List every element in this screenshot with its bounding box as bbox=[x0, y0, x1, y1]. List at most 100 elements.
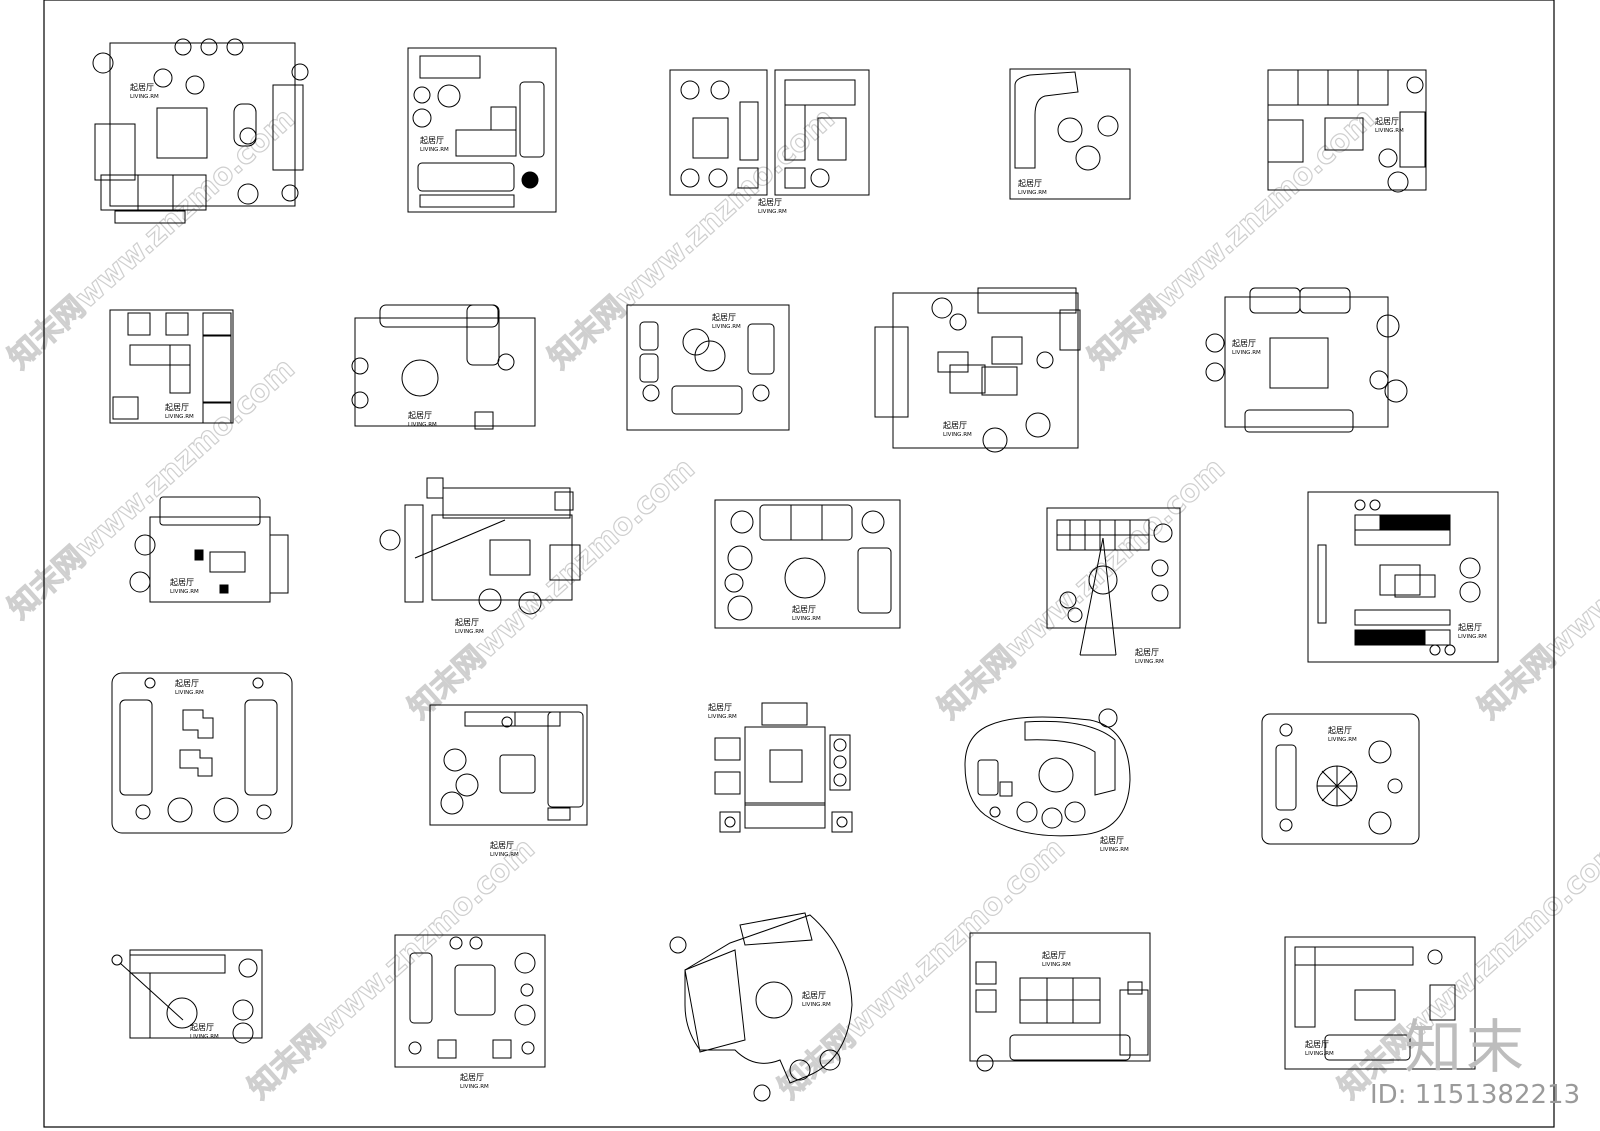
room-label-en: LIVING.RM bbox=[943, 432, 972, 438]
room-label-cn: 起居厅 bbox=[708, 703, 732, 712]
room-label-en: LIVING.RM bbox=[1328, 737, 1357, 743]
room-label-en: LIVING.RM bbox=[712, 324, 741, 330]
room-label-cn: 起居厅 bbox=[1458, 623, 1482, 632]
room-label-cn: 起居厅 bbox=[1375, 117, 1399, 126]
plan-r1-4: 起居厅 LIVING.RM bbox=[1009, 68, 1131, 200]
plan-r2-3: 起居厅 LIVING.RM bbox=[626, 304, 790, 431]
room-label-en: LIVING.RM bbox=[130, 94, 159, 100]
room-label-en: LIVING.RM bbox=[190, 1034, 219, 1040]
room-label: 起居厅 LIVING.RM bbox=[708, 703, 737, 720]
room-label-en: LIVING.RM bbox=[1375, 128, 1404, 134]
watermark: 知末网www.znzmo.com bbox=[772, 831, 1072, 1106]
room-label-en: LIVING.RM bbox=[490, 852, 519, 858]
room-label: 起居厅 LIVING.RM bbox=[130, 83, 159, 100]
room-label: 起居厅 LIVING.RM bbox=[1100, 836, 1129, 853]
room-label: 起居厅 LIVING.RM bbox=[420, 136, 449, 153]
room-label-en: LIVING.RM bbox=[420, 147, 449, 153]
plan-r4-5: 起居厅 LIVING.RM bbox=[1261, 713, 1420, 845]
room-label: 起居厅 LIVING.RM bbox=[1328, 726, 1357, 743]
room-label-cn: 起居厅 bbox=[490, 841, 514, 850]
room-label-en: LIVING.RM bbox=[1458, 634, 1487, 640]
plan-r3-2: 起居厅 LIVING.RM bbox=[379, 477, 581, 635]
room-label-en: LIVING.RM bbox=[802, 1002, 831, 1008]
watermark: 知末网www.znzmo.com bbox=[542, 101, 842, 376]
room-label-en: LIVING.RM bbox=[1042, 962, 1071, 968]
plan-r4-3: 起居厅 LIVING.RM bbox=[708, 702, 853, 833]
room-label-en: LIVING.RM bbox=[175, 690, 204, 696]
plan-r5-5: 起居厅 LIVING.RM bbox=[1284, 936, 1476, 1070]
sheet-border bbox=[43, 0, 1555, 1128]
room-label-cn: 起居厅 bbox=[1135, 648, 1159, 657]
room-label-en: LIVING.RM bbox=[165, 414, 194, 420]
room-label-cn: 起居厅 bbox=[130, 83, 154, 92]
plan-r3-3: 起居厅 LIVING.RM bbox=[714, 499, 901, 629]
room-label: 起居厅 LIVING.RM bbox=[455, 618, 484, 635]
plan-r1-5: 起居厅 LIVING.RM bbox=[1267, 69, 1427, 193]
room-label: 起居厅 LIVING.RM bbox=[165, 403, 194, 420]
room-label-cn: 起居厅 bbox=[455, 618, 479, 627]
room-label: 起居厅 LIVING.RM bbox=[712, 313, 741, 330]
room-label-cn: 起居厅 bbox=[1042, 951, 1066, 960]
watermark: 知末网www.znzmo.com bbox=[402, 451, 702, 726]
plan-r4-2: 起居厅 LIVING.RM bbox=[429, 704, 588, 858]
room-label-cn: 起居厅 bbox=[1018, 179, 1042, 188]
plan-r3-1: 起居厅 LIVING.RM bbox=[129, 496, 289, 603]
room-label-cn: 起居厅 bbox=[460, 1073, 484, 1082]
room-label: 起居厅 LIVING.RM bbox=[1375, 117, 1404, 134]
plan-r2-1: 起居厅 LIVING.RM bbox=[109, 309, 234, 424]
room-label-en: LIVING.RM bbox=[455, 629, 484, 635]
room-label: 起居厅 LIVING.RM bbox=[792, 605, 821, 622]
room-label-en: LIVING.RM bbox=[1100, 847, 1129, 853]
room-label: 起居厅 LIVING.RM bbox=[1458, 623, 1487, 640]
image-id-label: ID: 1151382213 bbox=[1370, 1080, 1581, 1110]
room-label: 起居厅 LIVING.RM bbox=[408, 411, 437, 428]
room-label-cn: 起居厅 bbox=[1305, 1040, 1329, 1049]
room-label-cn: 起居厅 bbox=[190, 1023, 214, 1032]
room-label-en: LIVING.RM bbox=[408, 422, 437, 428]
room-label: 起居厅 LIVING.RM bbox=[1042, 951, 1071, 968]
plan-r5-2: 起居厅 LIVING.RM bbox=[394, 934, 546, 1090]
plan-r4-4: 起居厅 LIVING.RM bbox=[964, 708, 1131, 853]
room-label: 起居厅 LIVING.RM bbox=[1305, 1040, 1334, 1057]
brand-logo: 知末 bbox=[1404, 1013, 1529, 1081]
room-label: 起居厅 LIVING.RM bbox=[190, 1023, 219, 1040]
plan-r5-4: 起居厅 LIVING.RM bbox=[969, 932, 1151, 1072]
room-label-en: LIVING.RM bbox=[792, 616, 821, 622]
room-label-cn: 起居厅 bbox=[175, 679, 199, 688]
room-label: 起居厅 LIVING.RM bbox=[460, 1073, 489, 1090]
room-label-cn: 起居厅 bbox=[1232, 339, 1256, 348]
watermarks: 知末网www.znzmo.com 知末网www.znzmo.com 知末网www… bbox=[1, 101, 1600, 1107]
watermark: 知末网www.znzmo.com bbox=[2, 101, 302, 376]
room-label-en: LIVING.RM bbox=[1305, 1051, 1334, 1057]
room-label: 起居厅 LIVING.RM bbox=[175, 679, 204, 696]
room-label: 起居厅 LIVING.RM bbox=[1018, 179, 1047, 196]
plan-r1-1: 起居厅 LIVING.RM bbox=[92, 38, 309, 224]
watermark: 知末网www.znzmo.com bbox=[242, 831, 542, 1106]
watermark: 知末网www.znzmo.com bbox=[932, 451, 1232, 726]
plan-r1-2: 起居厅 LIVING.RM bbox=[407, 47, 557, 213]
room-label-en: LIVING.RM bbox=[460, 1084, 489, 1090]
room-label-cn: 起居厅 bbox=[712, 313, 736, 322]
room-label-en: LIVING.RM bbox=[758, 209, 787, 215]
room-label-cn: 起居厅 bbox=[170, 578, 194, 587]
room-label-cn: 起居厅 bbox=[792, 605, 816, 614]
watermark: 知末网www.znzmo.com bbox=[2, 351, 302, 626]
room-label-cn: 起居厅 bbox=[420, 136, 444, 145]
plan-r5-1: 起居厅 LIVING.RM bbox=[111, 949, 263, 1044]
room-label-cn: 起居厅 bbox=[408, 411, 432, 420]
plan-r2-2: 起居厅 LIVING.RM bbox=[351, 304, 536, 430]
room-label-cn: 起居厅 bbox=[1100, 836, 1124, 845]
plan-r3-5: 起居厅 LIVING.RM bbox=[1307, 491, 1499, 663]
room-label-en: LIVING.RM bbox=[708, 714, 737, 720]
room-label-cn: 起居厅 bbox=[165, 403, 189, 412]
room-label-en: LIVING.RM bbox=[1018, 190, 1047, 196]
room-label-en: LIVING.RM bbox=[170, 589, 199, 595]
room-label-cn: 起居厅 bbox=[1328, 726, 1352, 735]
